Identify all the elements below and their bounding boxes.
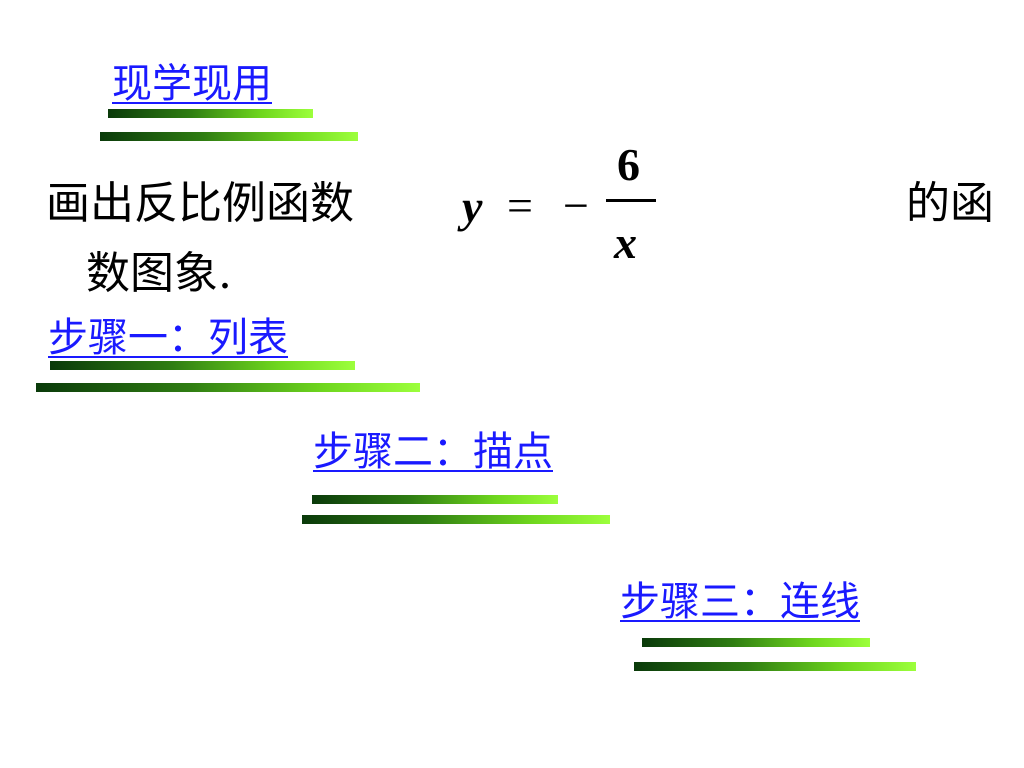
formula-denominator: x [614,217,637,268]
title-underline-bar-1 [108,109,313,118]
task-text-line2: 数图象. [86,248,232,299]
formula-numerator: 6 [617,139,640,190]
formula-equals: = [507,180,533,231]
title-underline-bar-2 [100,132,358,141]
step-2-bar-2 [302,515,610,524]
step-3-heading: 步骤三：连线 [620,579,860,625]
task-text-prefix: 画出反比例函数 [46,178,354,229]
formula-var-y: y [462,181,483,232]
formula-fraction-bar [606,199,656,202]
step-3-bar-2 [634,662,916,671]
page-title: 现学现用 [112,61,272,107]
step-1-heading: 步骤一：列表 [48,315,288,361]
step-1-bar-1 [50,361,355,370]
formula-minus: − [563,180,589,231]
step-3-bar-1 [642,638,870,647]
task-text-suffix: 的函 [906,178,994,229]
step-1-bar-2 [36,383,420,392]
step-2-bar-1 [312,495,558,504]
step-2-heading: 步骤二：描点 [313,429,553,475]
